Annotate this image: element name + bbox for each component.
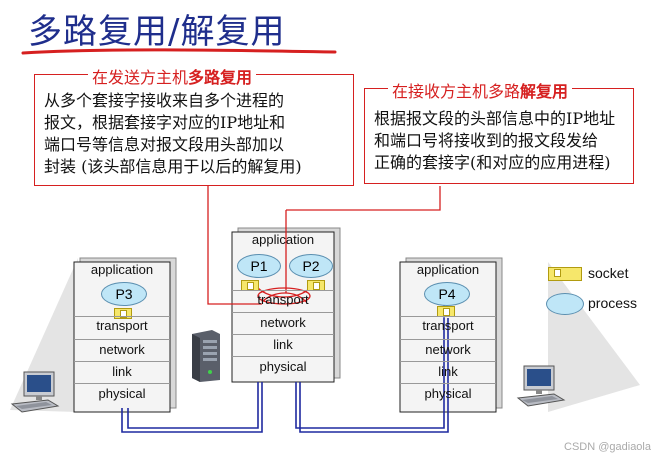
title-underline [21, 48, 337, 55]
callout-demultiplex-title-prefix: 在接收方主机多路 [392, 82, 521, 101]
left-layer-physical: physical [74, 383, 170, 406]
right-layer-network: network [400, 339, 496, 360]
callout-multiplex [34, 74, 354, 186]
callout-demultiplex-body: 根据报文段的头部信息中的IP地址 和端口号将接收到的报文段发给 正确的套接字(和… [374, 108, 630, 174]
physical-links [121, 318, 449, 433]
callout-multiplex-title: 在发送方主机多路复用 [88, 64, 257, 88]
callout-multiplex-line: 报文，根据套接字对应的IP地址和 [44, 113, 286, 132]
callout-multiplex-line: 封装 (该头部信息用于以后的解复用) [44, 157, 302, 176]
left-layer-network: network [74, 339, 170, 360]
callout-connectors [207, 186, 441, 305]
callout-multiplex-title-prefix: 在发送方主机 [92, 68, 189, 87]
middle-process-p2: P2 [289, 254, 333, 278]
callout-demultiplex-line: 正确的套接字(和对应的应用进程) [374, 153, 611, 172]
callout-multiplex-line: 端口号等信息对报文段用头部加以 [44, 135, 285, 154]
callout-demultiplex-title-bold: 解复用 [520, 82, 569, 101]
callout-multiplex-body: 从多个套接字接收来自多个进程的 报文，根据套接字对应的IP地址和 端口号等信息对… [44, 90, 350, 178]
page-title: 多路复用/解复用 [28, 12, 286, 52]
right-layer-transport: transport [400, 316, 496, 337]
left-host-application-label: application [90, 262, 154, 277]
callout-demultiplex-line: 根据报文段的头部信息中的IP地址 [374, 109, 616, 128]
callout-demultiplex-line: 和端口号将接收到的报文段发给 [374, 131, 599, 150]
legend-socket-label: socket [588, 265, 629, 281]
middle-host-application-label: application [251, 232, 315, 247]
legend-process-label: process [588, 295, 638, 311]
right-host-application-label: application [416, 262, 480, 277]
watermark: CSDN @gadiaola [564, 441, 651, 453]
callout-demultiplex [364, 88, 634, 184]
left-socket-icon [114, 308, 132, 319]
callout-multiplex-title-bold: 多路复用 [188, 68, 253, 87]
left-layer-link: link [74, 361, 170, 382]
right-process-p4: P4 [424, 282, 470, 306]
legend-process-icon [546, 293, 584, 315]
middle-layer-transport: transport [232, 290, 334, 311]
right-layer-link: link [400, 361, 496, 382]
left-layer-transport: transport [74, 316, 170, 337]
desktop-computer-icon [10, 371, 60, 413]
middle-process-p1: P1 [237, 254, 281, 278]
legend-socket-icon [548, 267, 582, 281]
middle-layer-network: network [232, 312, 334, 333]
server-icon [192, 330, 220, 382]
right-layer-physical: physical [400, 383, 496, 406]
left-process-p3: P3 [101, 282, 147, 306]
callout-multiplex-line: 从多个套接字接收来自多个进程的 [44, 91, 285, 110]
callout-demultiplex-title: 在接收方主机多路解复用 [388, 78, 573, 102]
middle-layer-physical: physical [232, 356, 334, 379]
middle-layer-link: link [232, 334, 334, 355]
desktop-computer-icon-right [516, 365, 566, 407]
